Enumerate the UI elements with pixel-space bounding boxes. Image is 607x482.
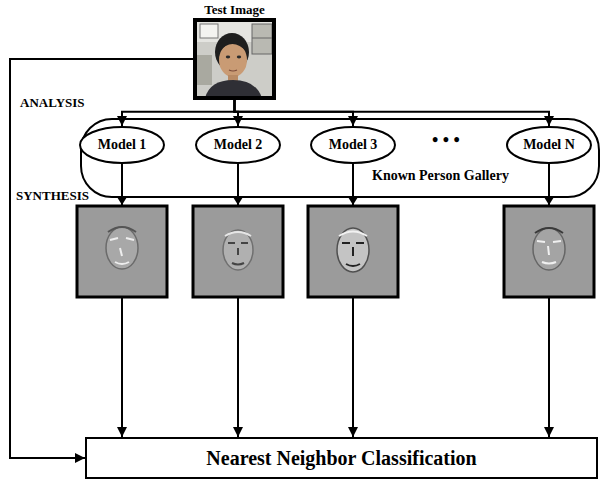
node-text: Model 2 — [214, 137, 263, 153]
node-text: Known Person Gallery — [372, 168, 509, 184]
ellipsis-dots: • • • — [432, 130, 460, 151]
node-text: Model N — [523, 137, 575, 153]
model-ellipse: Model 3 — [310, 126, 396, 164]
stage-label: SYNTHESIS — [16, 188, 89, 204]
model-ellipse: Model 1 — [79, 126, 165, 164]
node-text: Nearest Neighbor Classification — [206, 447, 476, 470]
ellipse-shape — [507, 127, 591, 163]
synthesized-faces — [77, 197, 594, 297]
test-image-frame: Test Image — [193, 18, 276, 100]
ellipse-shape — [80, 127, 164, 163]
stage-label: ANALYSIS — [20, 95, 85, 111]
flow-arrow — [122, 100, 235, 126]
flow-arrow — [235, 100, 354, 126]
classifier-box: Nearest Neighbor Classification — [85, 437, 598, 479]
node-text: Model 1 — [98, 137, 147, 153]
test-photo — [195, 20, 274, 98]
model-ellipse: Model 2 — [195, 126, 281, 164]
gallery-band: Known Person Gallery Model 1 Model 2 Model … — [80, 118, 600, 198]
model-ellipse: Model N — [506, 126, 592, 164]
node-text: Test Image — [204, 2, 265, 18]
node-text: Model 3 — [329, 137, 378, 153]
flow-arrow — [235, 100, 550, 126]
ellipse-shape — [311, 127, 395, 163]
ellipse-shape — [196, 127, 280, 163]
